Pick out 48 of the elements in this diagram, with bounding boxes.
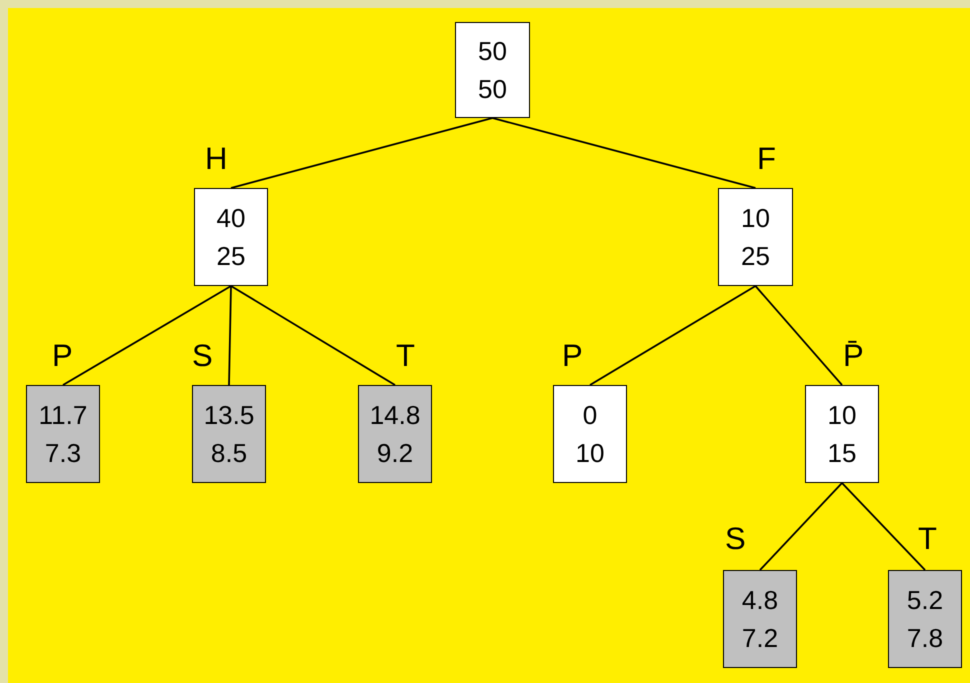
- node-value: 7.8: [906, 622, 944, 655]
- node-value: 13.5: [204, 399, 254, 432]
- branch-label: P: [562, 339, 583, 373]
- node-value: 8.5: [210, 437, 248, 470]
- node-value: 0: [582, 399, 598, 432]
- branch-label: T: [396, 339, 415, 373]
- connector-line: [230, 117, 493, 189]
- connector-line: [841, 482, 926, 571]
- node-value: 10: [576, 437, 604, 470]
- tree-node-box: [194, 188, 268, 286]
- connector-line: [492, 117, 756, 189]
- node-value: 10: [828, 399, 856, 432]
- node-value: 25: [216, 240, 246, 273]
- node-value: 25: [741, 240, 770, 273]
- node-value: 7.2: [742, 622, 778, 655]
- connector-line: [228, 286, 232, 386]
- tree-node-box: [553, 385, 627, 483]
- branch-label: H: [205, 142, 228, 176]
- node-value: 15: [828, 437, 856, 470]
- node-value: 5.2: [906, 584, 944, 617]
- branch-label: P: [52, 339, 73, 373]
- connector-line: [590, 285, 756, 386]
- node-value: 40: [216, 202, 246, 235]
- leaf-box: [26, 385, 100, 483]
- leaf-box: [358, 385, 432, 483]
- node-value: 11.7: [38, 399, 88, 432]
- node-value: 4.8: [742, 584, 778, 617]
- node-value: 50: [478, 35, 507, 68]
- branch-label: S: [725, 522, 746, 556]
- branch-label: F: [757, 142, 776, 176]
- branch-label: P̄: [843, 339, 864, 373]
- leaf-box: [888, 570, 962, 668]
- connector-line: [754, 285, 843, 386]
- branch-label: S: [192, 339, 213, 373]
- node-value: 9.2: [376, 437, 414, 470]
- connector-line: [62, 285, 232, 386]
- node-value: 14.8: [370, 399, 420, 432]
- tree-node-box: [455, 22, 530, 118]
- node-value: 10: [741, 202, 770, 235]
- tree-node-box: [718, 188, 793, 286]
- node-value: 50: [478, 73, 507, 106]
- connector-line: [230, 285, 396, 386]
- connector-line: [759, 482, 843, 571]
- leaf-box: [723, 570, 797, 668]
- leaf-box: [192, 385, 266, 483]
- tree-node-box: [805, 385, 879, 483]
- branch-label: T: [918, 522, 937, 556]
- node-value: 7.3: [44, 437, 82, 470]
